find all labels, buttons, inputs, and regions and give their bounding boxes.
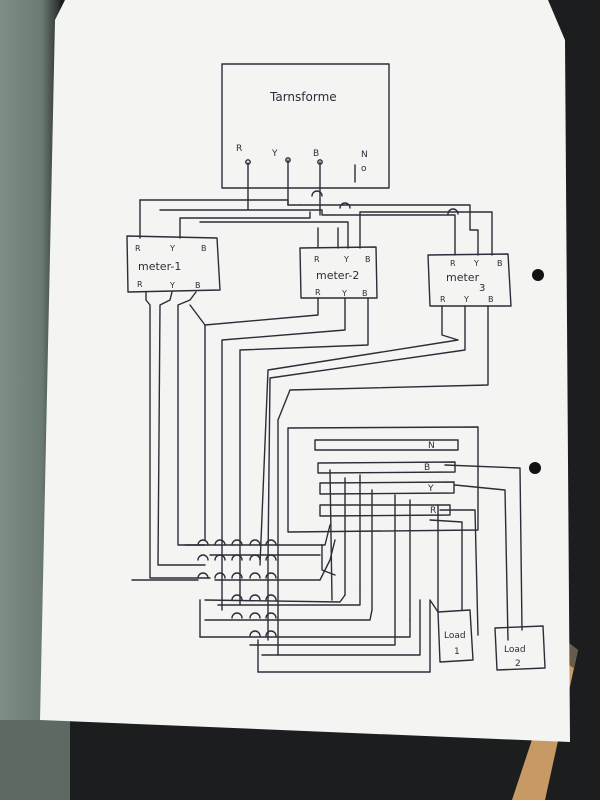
meter-2-bottom-Y: Y bbox=[341, 289, 347, 298]
meter-1-top-Y: Y bbox=[169, 244, 175, 253]
meter-3-top-B: B bbox=[497, 259, 503, 268]
meter-2-top-Y: Y bbox=[343, 255, 349, 264]
meter-1-bottom-R: R bbox=[137, 280, 143, 289]
meter-2-box bbox=[299, 246, 378, 299]
busbar-N bbox=[314, 439, 459, 451]
meter-3-label: meter bbox=[446, 271, 480, 284]
feeder-R bbox=[139, 199, 289, 206]
meter-3-number: 3 bbox=[479, 283, 485, 294]
background-desk bbox=[0, 720, 70, 800]
meter-1-box bbox=[126, 235, 221, 293]
meter-3-top-Y: Y bbox=[473, 259, 479, 268]
busbar-B bbox=[317, 461, 456, 474]
meter-1-label: meter-1 bbox=[138, 260, 181, 273]
meter-3-bottom-Y: Y bbox=[463, 295, 469, 304]
meter-3-box bbox=[427, 253, 512, 307]
meter-2-top-B: B bbox=[365, 255, 371, 264]
paper-sheet bbox=[40, 0, 570, 742]
punch-hole bbox=[529, 462, 541, 474]
load-1-box bbox=[437, 609, 474, 663]
busbar-B-label: B bbox=[424, 463, 430, 473]
transformer-terminal-Y: Y bbox=[271, 149, 278, 159]
meter-3-top-R: R bbox=[450, 259, 456, 268]
load-2-number: 2 bbox=[515, 659, 521, 669]
meter-2-top-R: R bbox=[314, 255, 320, 264]
busbar-R bbox=[319, 504, 451, 517]
transformer-terminal-N: N bbox=[361, 150, 368, 160]
meter-2-bottom-B: B bbox=[362, 289, 368, 298]
transformer-leads bbox=[247, 159, 356, 206]
meter-3-bottom-B: B bbox=[488, 295, 494, 304]
transformer-terminal-R: R bbox=[236, 144, 242, 154]
busbar-R-label: R bbox=[430, 506, 436, 516]
busbar-Y bbox=[319, 481, 455, 495]
busbar-enclosure bbox=[287, 426, 479, 533]
busbar-N-label: N bbox=[428, 441, 435, 451]
meter-2-bottom-R: R bbox=[315, 288, 321, 297]
meter-3-bottom-R: R bbox=[440, 295, 446, 304]
meter-1-bottom-Y: Y bbox=[169, 281, 175, 290]
busbar-Y-label: Y bbox=[427, 484, 434, 494]
meter-2-label: meter-2 bbox=[316, 269, 359, 282]
punch-hole bbox=[532, 269, 544, 281]
meter-1-top-R: R bbox=[135, 244, 141, 253]
transformer-box bbox=[221, 63, 390, 189]
load-1-number: 1 bbox=[454, 647, 460, 657]
load-1-label: Load bbox=[444, 631, 466, 641]
load-2-label: Load bbox=[504, 645, 526, 655]
meter-1-bottom-B: B bbox=[195, 281, 201, 290]
meter-1-top-B: B bbox=[201, 244, 207, 253]
transformer-title: Tarnsforme bbox=[269, 90, 337, 104]
transformer-terminal-B: B bbox=[313, 149, 319, 159]
load-2-box bbox=[494, 625, 546, 671]
transformer-terminal-o: o bbox=[361, 164, 367, 174]
